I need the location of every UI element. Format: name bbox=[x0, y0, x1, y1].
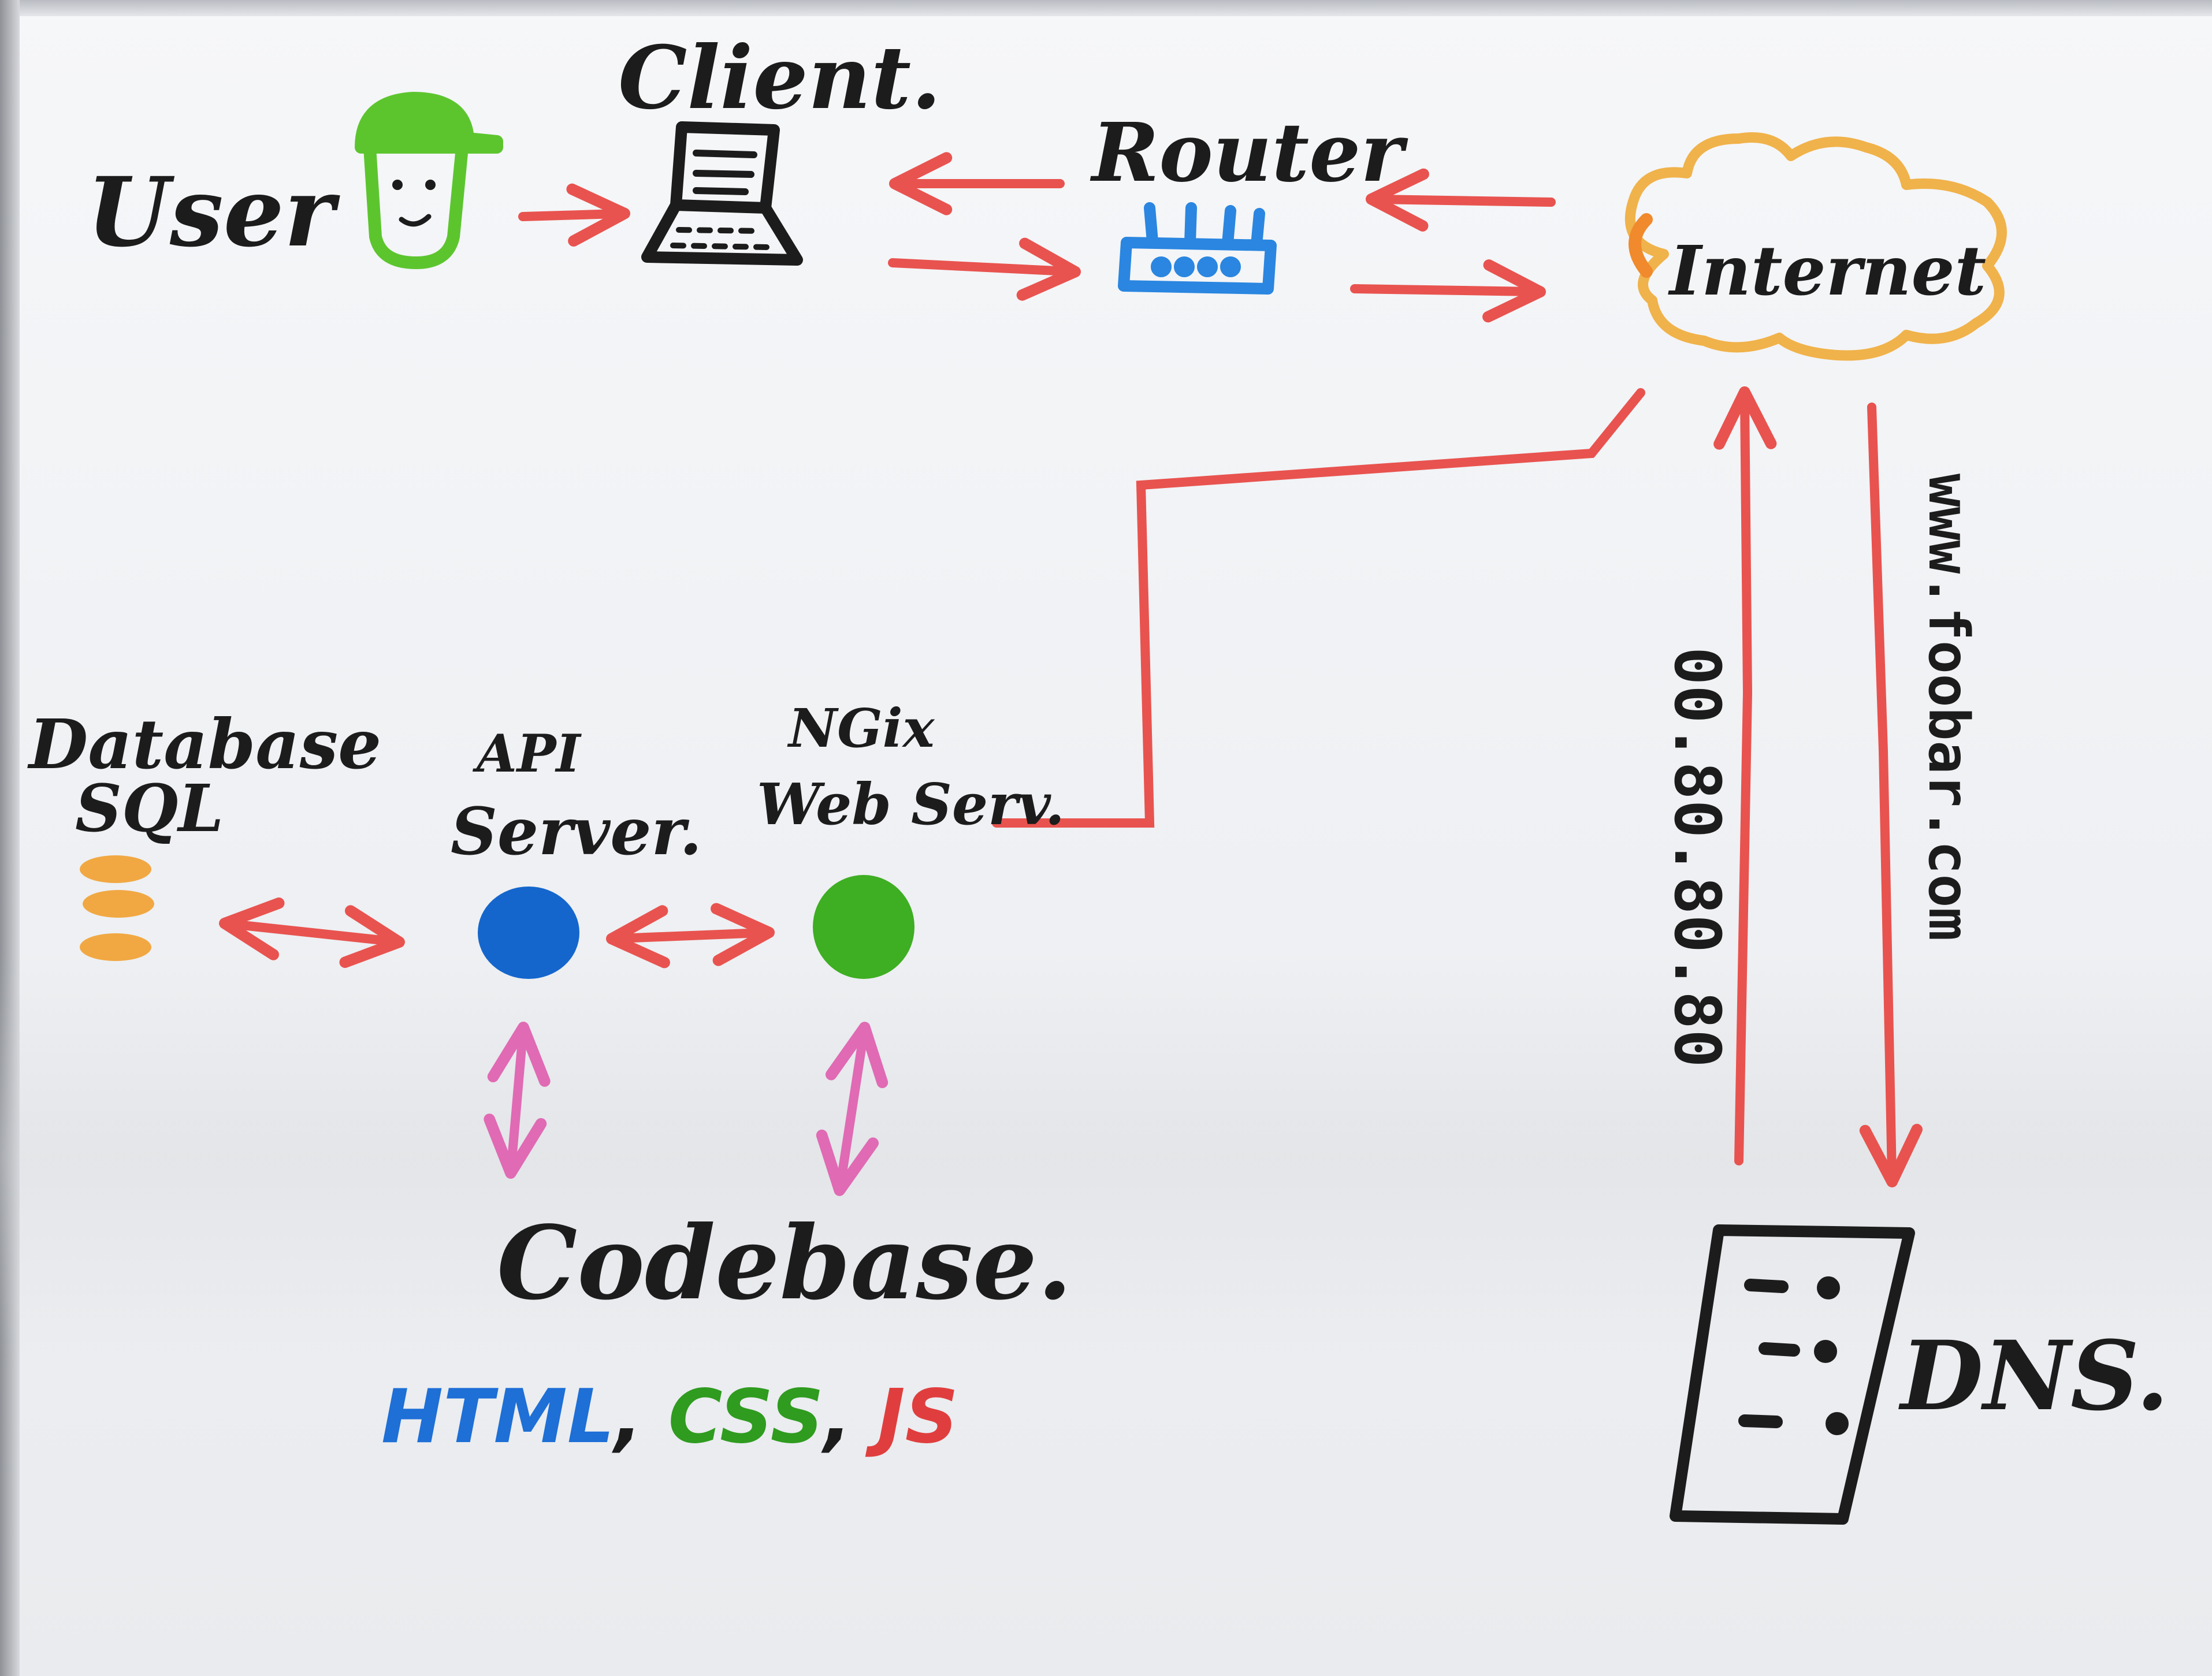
arrow-api-codebase bbox=[484, 1022, 551, 1179]
internet-cloud-icon bbox=[1624, 132, 2007, 361]
dns-server-icon bbox=[1670, 1224, 1915, 1525]
separator-comma: , bbox=[614, 1374, 668, 1460]
api-label: API bbox=[477, 723, 581, 784]
whiteboard-frame-top bbox=[0, 0, 2212, 16]
arrow-api-nginx bbox=[606, 903, 775, 969]
nginx-label: NGix bbox=[789, 697, 935, 759]
database-icon bbox=[80, 855, 154, 961]
database-sql-label: SQL bbox=[75, 771, 224, 847]
separator-comma: , bbox=[823, 1374, 878, 1460]
arrow-database-api bbox=[219, 897, 405, 968]
arrow-internet-to-router bbox=[1366, 168, 1556, 232]
codebase-label: Codebase. bbox=[497, 1204, 1073, 1323]
board-glare bbox=[0, 953, 2212, 1357]
router-icon bbox=[1118, 202, 1277, 295]
nginx-node-icon bbox=[813, 875, 914, 979]
client-label: Client. bbox=[618, 27, 942, 129]
nginx-webserver-label: Web Serv. bbox=[757, 772, 1065, 838]
dns-label: DNS. bbox=[1901, 1320, 2169, 1432]
arrow-client-to-router bbox=[888, 237, 1081, 301]
user-label: User bbox=[87, 156, 334, 268]
line-nginx-to-internet bbox=[992, 388, 1645, 828]
arrow-user-to-client bbox=[518, 183, 630, 247]
language-js: JS bbox=[877, 1374, 958, 1460]
user-icon bbox=[355, 92, 503, 269]
internet-label: Internet bbox=[1670, 230, 1987, 311]
router-label: Router bbox=[1092, 106, 1404, 200]
edge-label-ip-address: 00.80.80.80 bbox=[1660, 647, 1734, 1067]
arrow-router-to-internet bbox=[1350, 259, 1546, 323]
database-label: Database bbox=[29, 704, 382, 784]
language-html: HTML bbox=[381, 1374, 615, 1460]
arrow-nginx-codebase bbox=[816, 1022, 888, 1196]
internet-cloud-accent bbox=[1629, 213, 1653, 278]
api-server-label: Server. bbox=[451, 794, 702, 870]
whiteboard-frame-left bbox=[0, 0, 20, 1676]
arrow-dns-to-internet-ip bbox=[1713, 386, 1777, 1165]
language-css: CSS bbox=[668, 1374, 824, 1460]
edge-label-domain: www.foobar.com bbox=[1916, 474, 1981, 941]
client-laptop-icon bbox=[641, 121, 803, 266]
codebase-languages: HTML, CSS, JS bbox=[381, 1380, 958, 1454]
api-server-node-icon bbox=[478, 887, 579, 979]
arrow-internet-to-dns-domain bbox=[1859, 403, 1923, 1187]
